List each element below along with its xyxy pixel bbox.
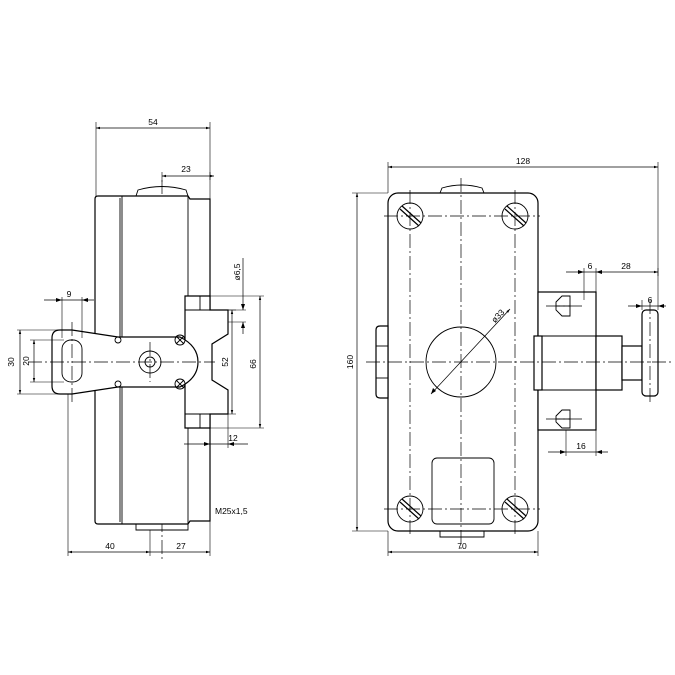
- dim-16: 16: [576, 441, 586, 451]
- top-nub: [439, 184, 485, 194]
- thread-label: M25x1,5: [215, 506, 248, 516]
- bottom-nub: [439, 531, 485, 538]
- gland-nut: [375, 325, 389, 399]
- flange-screw-icon: [174, 334, 186, 346]
- dim-30: 30: [6, 357, 16, 367]
- bottom-window: [431, 457, 495, 525]
- dim-40: 40: [105, 541, 115, 551]
- dim-hole-diameter: ø6,5: [232, 263, 242, 280]
- flange-screw-icon: [174, 378, 186, 390]
- shaft: [595, 335, 623, 391]
- dim-160: 160: [345, 355, 355, 369]
- dim-52: 52: [220, 357, 230, 367]
- dim-12: 12: [228, 433, 238, 443]
- dim-128: 128: [516, 156, 530, 166]
- shaft-bracket: [537, 291, 597, 431]
- dim-27: 27: [176, 541, 186, 551]
- side-view: 54 23 9 30 20 ø6,5 52: [6, 117, 264, 560]
- front-view: ø33: [345, 156, 672, 556]
- dim-28: 28: [621, 261, 631, 271]
- dim-54: 54: [148, 117, 158, 127]
- dim-20: 20: [21, 356, 31, 366]
- dim-66: 66: [248, 359, 258, 369]
- dim-23: 23: [181, 164, 191, 174]
- dim-9: 9: [67, 289, 72, 299]
- dim-70: 70: [457, 541, 467, 551]
- dim-screw-6: 6: [588, 261, 593, 271]
- dim-knob-6: 6: [648, 295, 653, 305]
